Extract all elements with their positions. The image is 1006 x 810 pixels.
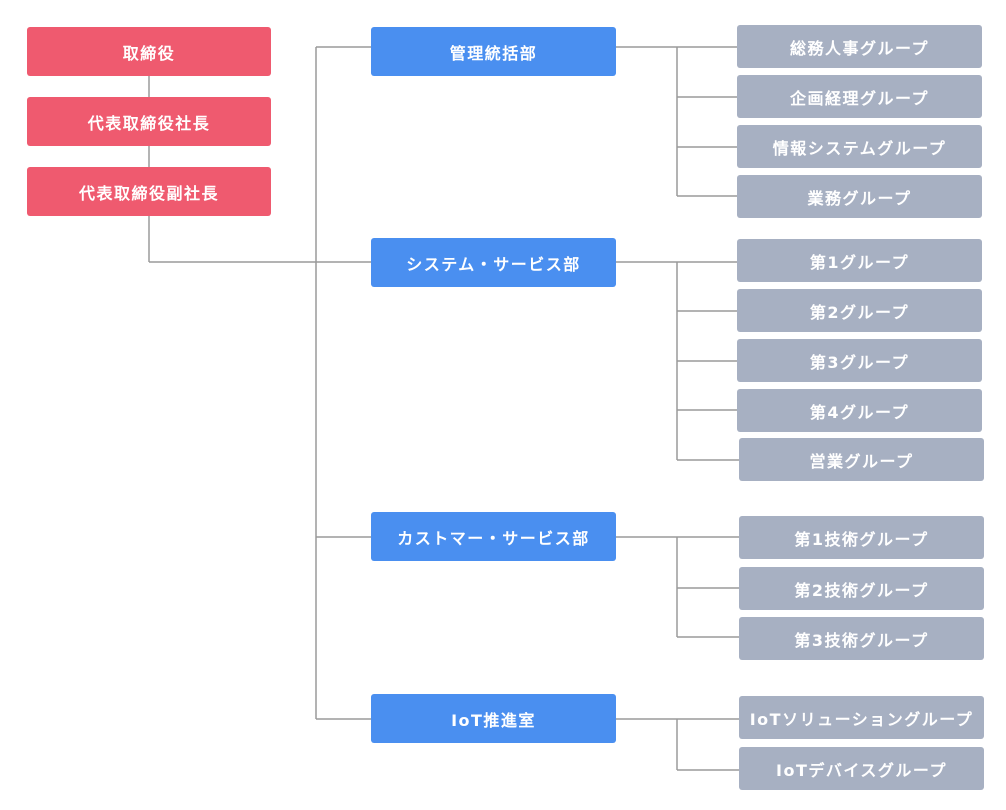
- group-box: 情報システムグループ: [737, 125, 982, 168]
- group-label: 業務グループ: [807, 188, 912, 208]
- group-label: 第1グループ: [809, 252, 910, 272]
- dept-box-system-service: システム・サービス部: [371, 238, 616, 287]
- group-box: 第1グループ: [737, 239, 982, 282]
- group-box: 第3グループ: [737, 339, 982, 382]
- group-box: 第3技術グループ: [739, 617, 984, 660]
- group-label: IoTデバイスグループ: [776, 760, 947, 780]
- group-box: 第2技術グループ: [739, 567, 984, 610]
- group-box: 第1技術グループ: [739, 516, 984, 559]
- group-label: 総務人事グループ: [789, 38, 930, 58]
- exec-label: 代表取締役副社長: [78, 183, 219, 203]
- exec-label: 代表取締役社長: [87, 113, 211, 133]
- group-label: 第1技術グループ: [794, 529, 929, 549]
- dept-box-management: 管理統括部: [371, 27, 616, 76]
- group-label: 営業グループ: [809, 451, 914, 471]
- group-label: 情報システムグループ: [772, 138, 947, 158]
- group-label: 第3グループ: [809, 352, 910, 372]
- group-label: 第4グループ: [809, 402, 910, 422]
- dept-box-iot: IoT推進室: [371, 694, 616, 743]
- exec-label: 取締役: [122, 43, 176, 63]
- group-label: 企画経理グループ: [789, 88, 930, 108]
- exec-box-director: 取締役: [27, 27, 271, 76]
- dept-label: 管理統括部: [449, 43, 538, 63]
- group-box: IoTソリューショングループ: [739, 696, 984, 739]
- group-label: IoTソリューショングループ: [749, 709, 974, 729]
- group-box: 業務グループ: [737, 175, 982, 218]
- group-label: 第3技術グループ: [794, 630, 929, 650]
- dept-box-customer-service: カストマー・サービス部: [371, 512, 616, 561]
- dept-label: システム・サービス部: [406, 254, 581, 274]
- group-box: 第4グループ: [737, 389, 982, 432]
- group-box: 営業グループ: [739, 438, 984, 481]
- dept-label: IoT推進室: [451, 710, 536, 730]
- group-box: 企画経理グループ: [737, 75, 982, 118]
- group-label: 第2グループ: [809, 302, 910, 322]
- group-box: 総務人事グループ: [737, 25, 982, 68]
- dept-label: カストマー・サービス部: [397, 528, 590, 548]
- exec-box-president: 代表取締役社長: [27, 97, 271, 146]
- group-box: 第2グループ: [737, 289, 982, 332]
- exec-box-vice-president: 代表取締役副社長: [27, 167, 271, 216]
- group-label: 第2技術グループ: [794, 580, 929, 600]
- group-box: IoTデバイスグループ: [739, 747, 984, 790]
